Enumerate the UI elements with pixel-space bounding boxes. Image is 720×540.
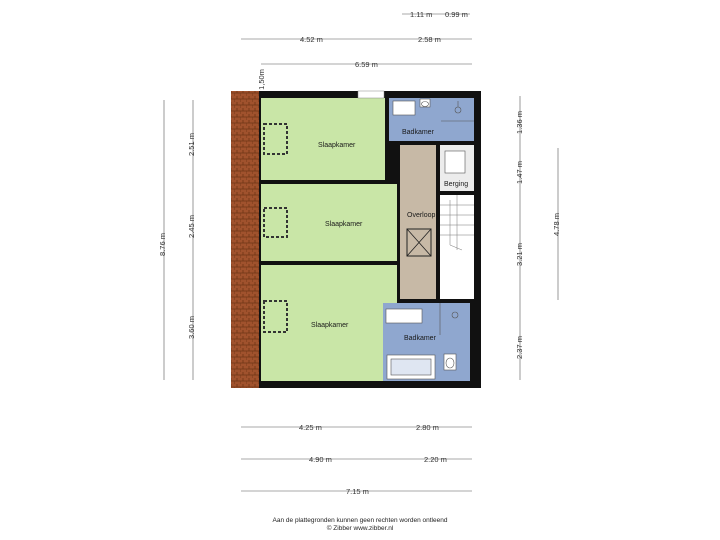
void-opening: [406, 228, 432, 257]
stair-steps: [440, 195, 474, 251]
dim-top-small-b: 0.99 m: [445, 10, 468, 19]
bedroom-bottom-floor-b: [261, 300, 379, 381]
label-storage: Berging: [444, 181, 469, 188]
label-bedroom-bottom: Slaapkamer: [311, 322, 349, 329]
dim-bottom-total: 7.15 m: [346, 487, 369, 496]
bedroom-top-floor: [261, 98, 385, 180]
dim-right-b: 1.47 m: [514, 161, 524, 184]
label-bedroom-top: Slaapkamer: [318, 142, 356, 149]
dim-left-c: 3.60 m: [186, 316, 196, 339]
bedroom-mid-floor: [261, 184, 397, 261]
window: [357, 90, 385, 99]
label-bathroom-top: Badkamer: [402, 129, 434, 136]
landing-floor: [400, 145, 436, 299]
dim-left-b: 2.45 m: [186, 215, 196, 238]
dim-bottom-a1: 4.25 m: [299, 423, 322, 432]
dim-right-d: 2.37 m: [514, 336, 524, 359]
copyright-text: © Zibber www.zibber.nl: [326, 525, 394, 532]
dim-right-c: 3.21 m: [514, 243, 524, 266]
dim-top-small-a: 1.11 m: [410, 10, 433, 19]
label-landing: Overloop: [407, 212, 436, 219]
skylights: [263, 123, 288, 333]
dim-right-total: 4.78 m: [551, 213, 561, 236]
label-bedroom-mid: Slaapkamer: [325, 221, 363, 228]
label-bathroom-bottom: Badkamer: [404, 335, 436, 342]
dim-bottom-b1: 4.90 m: [309, 455, 332, 464]
dimension-lines: [163, 13, 559, 492]
shower: [439, 101, 474, 335]
dim-top-mid-a: 4.52 m: [300, 35, 323, 44]
dim-right-a: 1.36 m: [514, 111, 524, 134]
dim-top-mid-b: 2.58 m: [418, 35, 441, 44]
dim-bottom-a2: 2.80 m: [416, 423, 439, 432]
roof-strip: [231, 91, 261, 388]
dim-left-total: 8.76 m: [157, 233, 167, 256]
dim-bottom-b2: 2.20 m: [424, 455, 447, 464]
dim-left-a: 2.51 m: [186, 133, 196, 156]
disclaimer-text: Aan de plattegronden kunnen geen rechten…: [272, 517, 448, 524]
dim-top-total: 6.59 m: [355, 60, 378, 69]
dim-roof-label: 1,50m: [256, 69, 266, 90]
bathroom-fixtures: [385, 98, 466, 380]
